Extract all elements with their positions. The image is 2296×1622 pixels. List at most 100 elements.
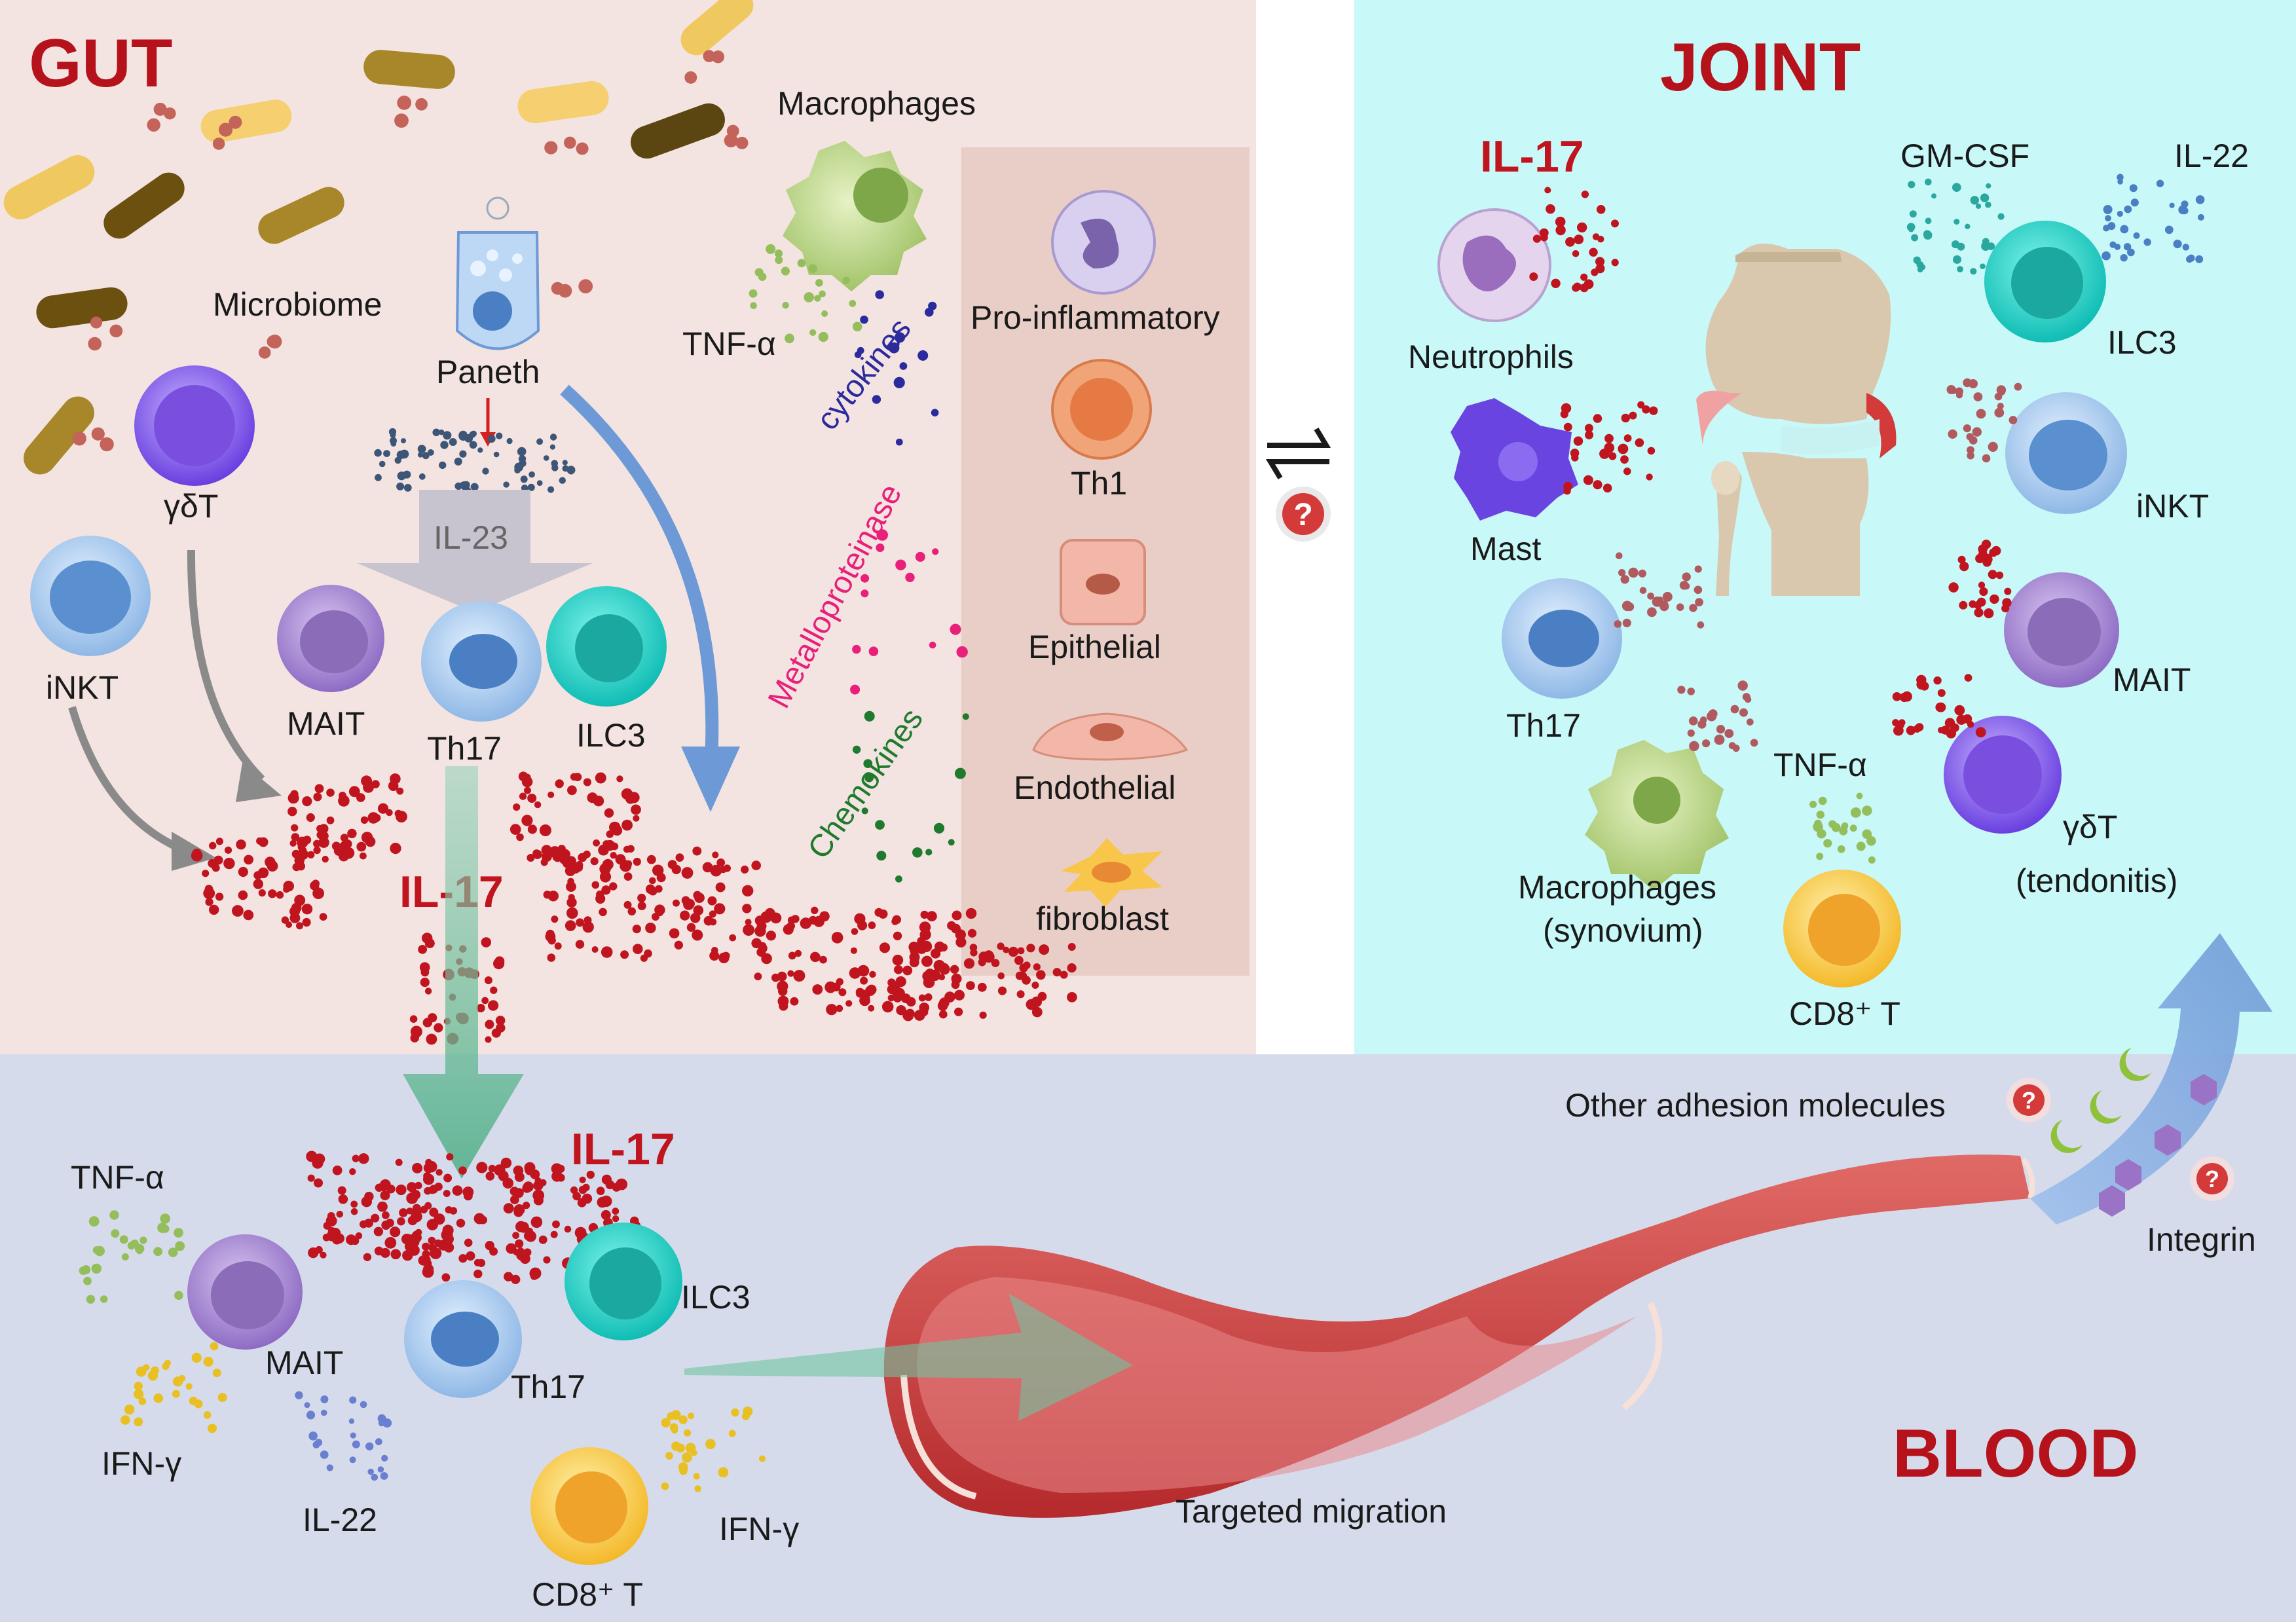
particle [295, 1391, 303, 1399]
particle [320, 1409, 327, 1416]
particle [1970, 268, 1977, 275]
particle [203, 887, 215, 900]
particle [503, 1203, 514, 1214]
particle [724, 134, 738, 148]
particle [1652, 597, 1663, 607]
particle [100, 437, 114, 452]
particle [1963, 714, 1972, 724]
particle [205, 898, 213, 906]
particle [301, 904, 313, 915]
particle [513, 1165, 524, 1176]
particle [760, 911, 772, 923]
particle [1702, 739, 1711, 748]
particle [620, 860, 632, 872]
particle [954, 1007, 963, 1016]
svg-text:?: ? [1293, 498, 1312, 532]
particle [162, 1362, 170, 1371]
particle [861, 589, 869, 598]
particle [1572, 250, 1580, 257]
particle [991, 959, 1000, 967]
particle [1638, 569, 1646, 578]
particle [1841, 823, 1848, 830]
particle [2164, 225, 2174, 234]
particle [707, 896, 717, 906]
particle [488, 1164, 496, 1173]
particle [168, 1247, 178, 1257]
particle [164, 107, 176, 120]
particle [551, 464, 559, 471]
particle [656, 873, 666, 883]
particle [686, 923, 696, 932]
particle [566, 907, 578, 919]
particle [302, 917, 311, 927]
particle [565, 920, 576, 931]
particle [420, 978, 430, 987]
particle [1948, 582, 1959, 593]
particle [203, 1356, 213, 1367]
particle [153, 102, 167, 116]
particle [879, 942, 891, 953]
joint-macrophages-label: Macrophages [1518, 869, 1716, 906]
particle [94, 1245, 105, 1257]
particle [543, 891, 551, 899]
joint-th17-label: Th17 [1506, 707, 1581, 744]
particle [422, 1018, 432, 1027]
joint-macrophage-cell [1585, 740, 1729, 891]
particle [743, 924, 754, 936]
knee-joint-illustration [1696, 244, 1897, 596]
particle [572, 1192, 581, 1201]
particle [836, 978, 844, 986]
particle [766, 931, 776, 941]
particle [2107, 222, 2116, 230]
particle [513, 803, 521, 811]
particle [283, 886, 290, 893]
particle [443, 1173, 453, 1183]
particle [390, 1226, 401, 1238]
particle [543, 455, 549, 461]
blood-mait-cell [187, 1234, 303, 1350]
particle [232, 905, 244, 917]
particle [490, 986, 498, 994]
particle [1676, 603, 1684, 611]
particle [174, 1228, 183, 1238]
particle [1984, 608, 1994, 619]
particle [562, 460, 568, 466]
particle [675, 853, 684, 862]
equilibrium-arrows [1265, 427, 1331, 480]
particle [423, 1173, 435, 1185]
particle [360, 1220, 368, 1228]
particle [749, 289, 758, 298]
particle [954, 767, 966, 779]
joint-tnfa-particles [1809, 792, 1876, 864]
particle [364, 1192, 374, 1202]
particle [2169, 202, 2175, 208]
particle [1856, 792, 1863, 800]
particle [679, 1466, 688, 1475]
particle [303, 836, 312, 845]
particle [566, 897, 577, 908]
particle [423, 1264, 434, 1275]
particle [861, 574, 870, 583]
joint-mast-il17-particles [1560, 401, 1658, 495]
particle [868, 646, 879, 656]
particle [482, 468, 489, 475]
particle [1017, 947, 1025, 955]
particle [423, 1162, 434, 1173]
particle [352, 1440, 360, 1448]
particle [1529, 272, 1538, 281]
particle [458, 1254, 468, 1263]
il23-label: IL-23 [434, 519, 508, 556]
particle [631, 804, 641, 815]
particle [576, 918, 584, 927]
particle [861, 807, 868, 815]
particle [693, 1473, 700, 1480]
particle [1584, 424, 1593, 433]
particle [623, 900, 632, 909]
particle [850, 947, 857, 954]
joint-mait-label: MAIT [2113, 661, 2191, 698]
vessel-to-joint-arrow [2030, 933, 2272, 1225]
particle [915, 551, 925, 562]
particle [403, 484, 412, 492]
particle [1649, 406, 1658, 415]
particle [153, 1247, 163, 1257]
